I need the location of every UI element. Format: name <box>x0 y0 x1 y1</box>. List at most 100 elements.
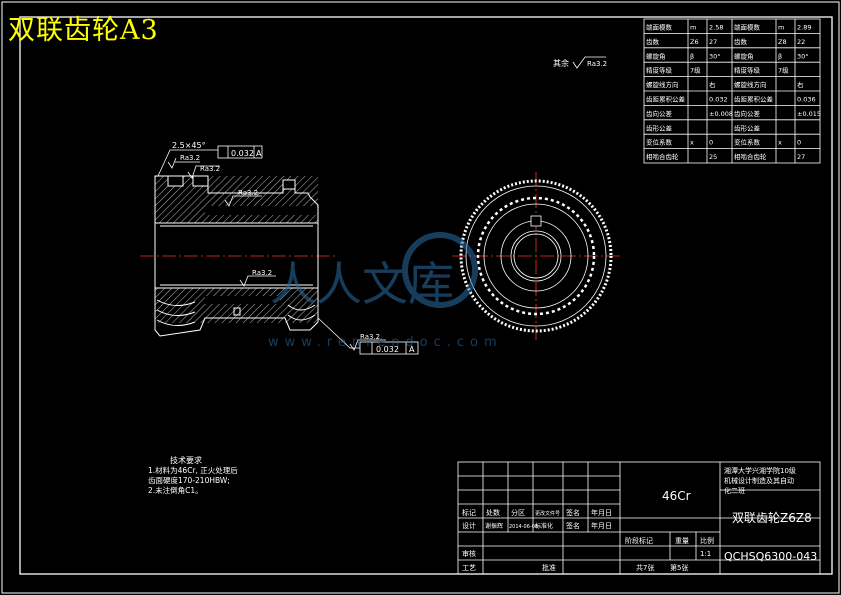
param-cell-3-1: 7级 <box>690 66 701 75</box>
param-cell-7-0: 齿形公差 <box>646 123 673 132</box>
tech-req-line-3: 2.未注倒角C1。 <box>148 485 203 495</box>
tb-sheets: 共7张 <box>636 563 654 572</box>
roughness-5: Ra3.2 <box>360 333 380 341</box>
param-cell-4-5: 右 <box>797 80 804 89</box>
param-cell-8-3: 变位系数 <box>734 138 761 147</box>
param-cell-4-0: 螺旋线方向 <box>646 80 679 89</box>
drawing-number: QCHSQ6300-043 <box>724 550 817 563</box>
param-cell-1-2: 27 <box>709 38 717 46</box>
tb-date2: 年月日 <box>591 521 612 530</box>
param-cell-0-2: 2.58 <box>709 24 723 32</box>
watermark-text: 人人文库 <box>270 257 454 311</box>
tb-review: 审核 <box>462 549 476 558</box>
param-cell-3-3: 精度等级 <box>734 66 761 75</box>
tb-designer: 谢振辉 <box>485 522 503 530</box>
param-cell-2-5: 30° <box>797 52 809 60</box>
tb-zone: 分区 <box>511 508 525 517</box>
param-cell-1-1: Z6 <box>690 38 699 46</box>
param-cell-1-3: 齿数 <box>734 37 748 46</box>
tb-design: 设计 <box>462 521 476 530</box>
roughness-2: Ra3.2 <box>200 165 220 173</box>
param-cell-9-3: 相啮合齿轮 <box>734 152 767 161</box>
param-cell-6-5: ±0.015 <box>797 110 821 118</box>
param-cell-5-0: 齿距累积公差 <box>646 95 686 104</box>
tb-process: 工艺 <box>462 564 476 572</box>
param-cell-0-1: m <box>690 24 696 32</box>
title-block-grid <box>457 461 821 575</box>
param-cell-2-3: 螺旋角 <box>734 51 754 60</box>
chamfer-callout <box>157 145 276 287</box>
param-cell-8-0: 变位系数 <box>646 138 673 147</box>
param-cell-3-0: 精度等级 <box>646 66 673 75</box>
param-cell-9-2: 25 <box>709 153 717 161</box>
school-line-3: 化二班 <box>724 486 745 495</box>
rest-roughness-value: Ra3.2 <box>587 60 607 68</box>
param-cell-1-0: 齿数 <box>646 37 660 46</box>
tb-standard: 标准化 <box>535 522 553 530</box>
param-cell-2-0: 螺旋角 <box>646 51 666 60</box>
gear-parameter-values: 端面模数 m 2.58 端面模数 m 2.89 齿数 Z6 27 齿数 Z8 22 螺旋角 β 30° 螺旋角… <box>646 23 821 162</box>
param-cell-6-3: 齿向公差 <box>734 109 761 118</box>
param-cell-0-3: 端面模数 <box>734 23 761 32</box>
param-cell-8-1: x <box>690 139 694 147</box>
param-cell-0-4: m <box>778 24 784 32</box>
param-cell-2-2: 30° <box>709 52 721 60</box>
param-cell-5-2: 0.032 <box>709 96 728 104</box>
param-cell-0-0: 端面模数 <box>646 23 673 32</box>
roughness-1: Ra3.2 <box>180 154 200 162</box>
param-cell-0-5: 2.89 <box>797 24 811 32</box>
param-cell-4-3: 螺旋线方向 <box>734 80 767 89</box>
roughness-symbol-rest <box>572 56 606 69</box>
tb-sign: 签名 <box>566 508 580 517</box>
datum-ref-2: A <box>409 345 415 354</box>
param-cell-3-4: 7级 <box>778 66 789 75</box>
param-cell-8-4: x <box>778 139 782 147</box>
tb-count: 处数 <box>486 508 500 517</box>
tb-approve: 批准 <box>542 563 556 572</box>
tb-scale: 比例 <box>700 536 714 545</box>
tolerance-value-1: 0.032 <box>231 149 254 158</box>
param-cell-5-3: 齿距累积公差 <box>734 95 774 104</box>
param-cell-9-0: 相啮合齿轮 <box>646 152 679 161</box>
drawing-title: 双联齿轮A3 <box>8 15 159 46</box>
tech-req-heading: 技术要求 <box>170 455 202 465</box>
param-cell-8-2: 0 <box>709 139 713 147</box>
school-line-2: 机械设计制造及其自动 <box>724 476 794 485</box>
param-cell-2-1: β <box>690 52 694 60</box>
param-cell-5-5: 0.036 <box>797 96 816 104</box>
inner-border <box>19 16 833 575</box>
material-label: 46Cr <box>662 489 691 503</box>
datum-ref-1: A <box>256 149 262 158</box>
tb-sheet: 第5张 <box>670 563 688 572</box>
gear-end-view <box>452 172 620 340</box>
tb-stage: 阶段标记 <box>625 536 653 545</box>
param-cell-6-0: 齿向公差 <box>646 109 673 118</box>
param-cell-1-4: Z8 <box>778 38 787 46</box>
param-cell-9-5: 27 <box>797 153 805 161</box>
chamfer-label: 2.5×45° <box>172 141 206 150</box>
school-line-1: 湘潭大学兴湘学院10级 <box>724 466 796 475</box>
tb-scale-value: 1:1 <box>700 550 711 558</box>
tb-mark: 标记 <box>462 508 476 517</box>
tech-req-line-2: 齿面硬度170-210HBW; <box>148 475 230 485</box>
tb-sign2: 签名 <box>566 521 580 530</box>
watermark-url: www.renrendoc.com <box>268 335 503 350</box>
tb-change-doc: 更改文件号 <box>535 510 560 517</box>
param-cell-1-5: 22 <box>797 38 805 46</box>
roughness-3: Ra3.2 <box>238 189 258 197</box>
param-cell-8-5: 0 <box>797 139 801 147</box>
tech-req-line-1: 1.材料为46Cr, 正火处理后 <box>148 465 238 475</box>
param-cell-6-2: ±0.008 <box>709 110 733 118</box>
gear-section-view <box>140 175 335 337</box>
tb-design-date: 2014-06-08 <box>509 524 538 530</box>
param-cell-2-4: β <box>778 52 782 60</box>
rest-roughness-label: 其余 <box>553 58 569 68</box>
tolerance-value-2: 0.032 <box>376 345 399 354</box>
part-name: 双联齿轮Z6Z8 <box>732 511 812 525</box>
gear-parameter-table <box>643 18 821 164</box>
param-cell-4-2: 右 <box>709 80 716 89</box>
runout-callout <box>317 317 419 355</box>
tb-weight: 重量 <box>675 537 689 545</box>
